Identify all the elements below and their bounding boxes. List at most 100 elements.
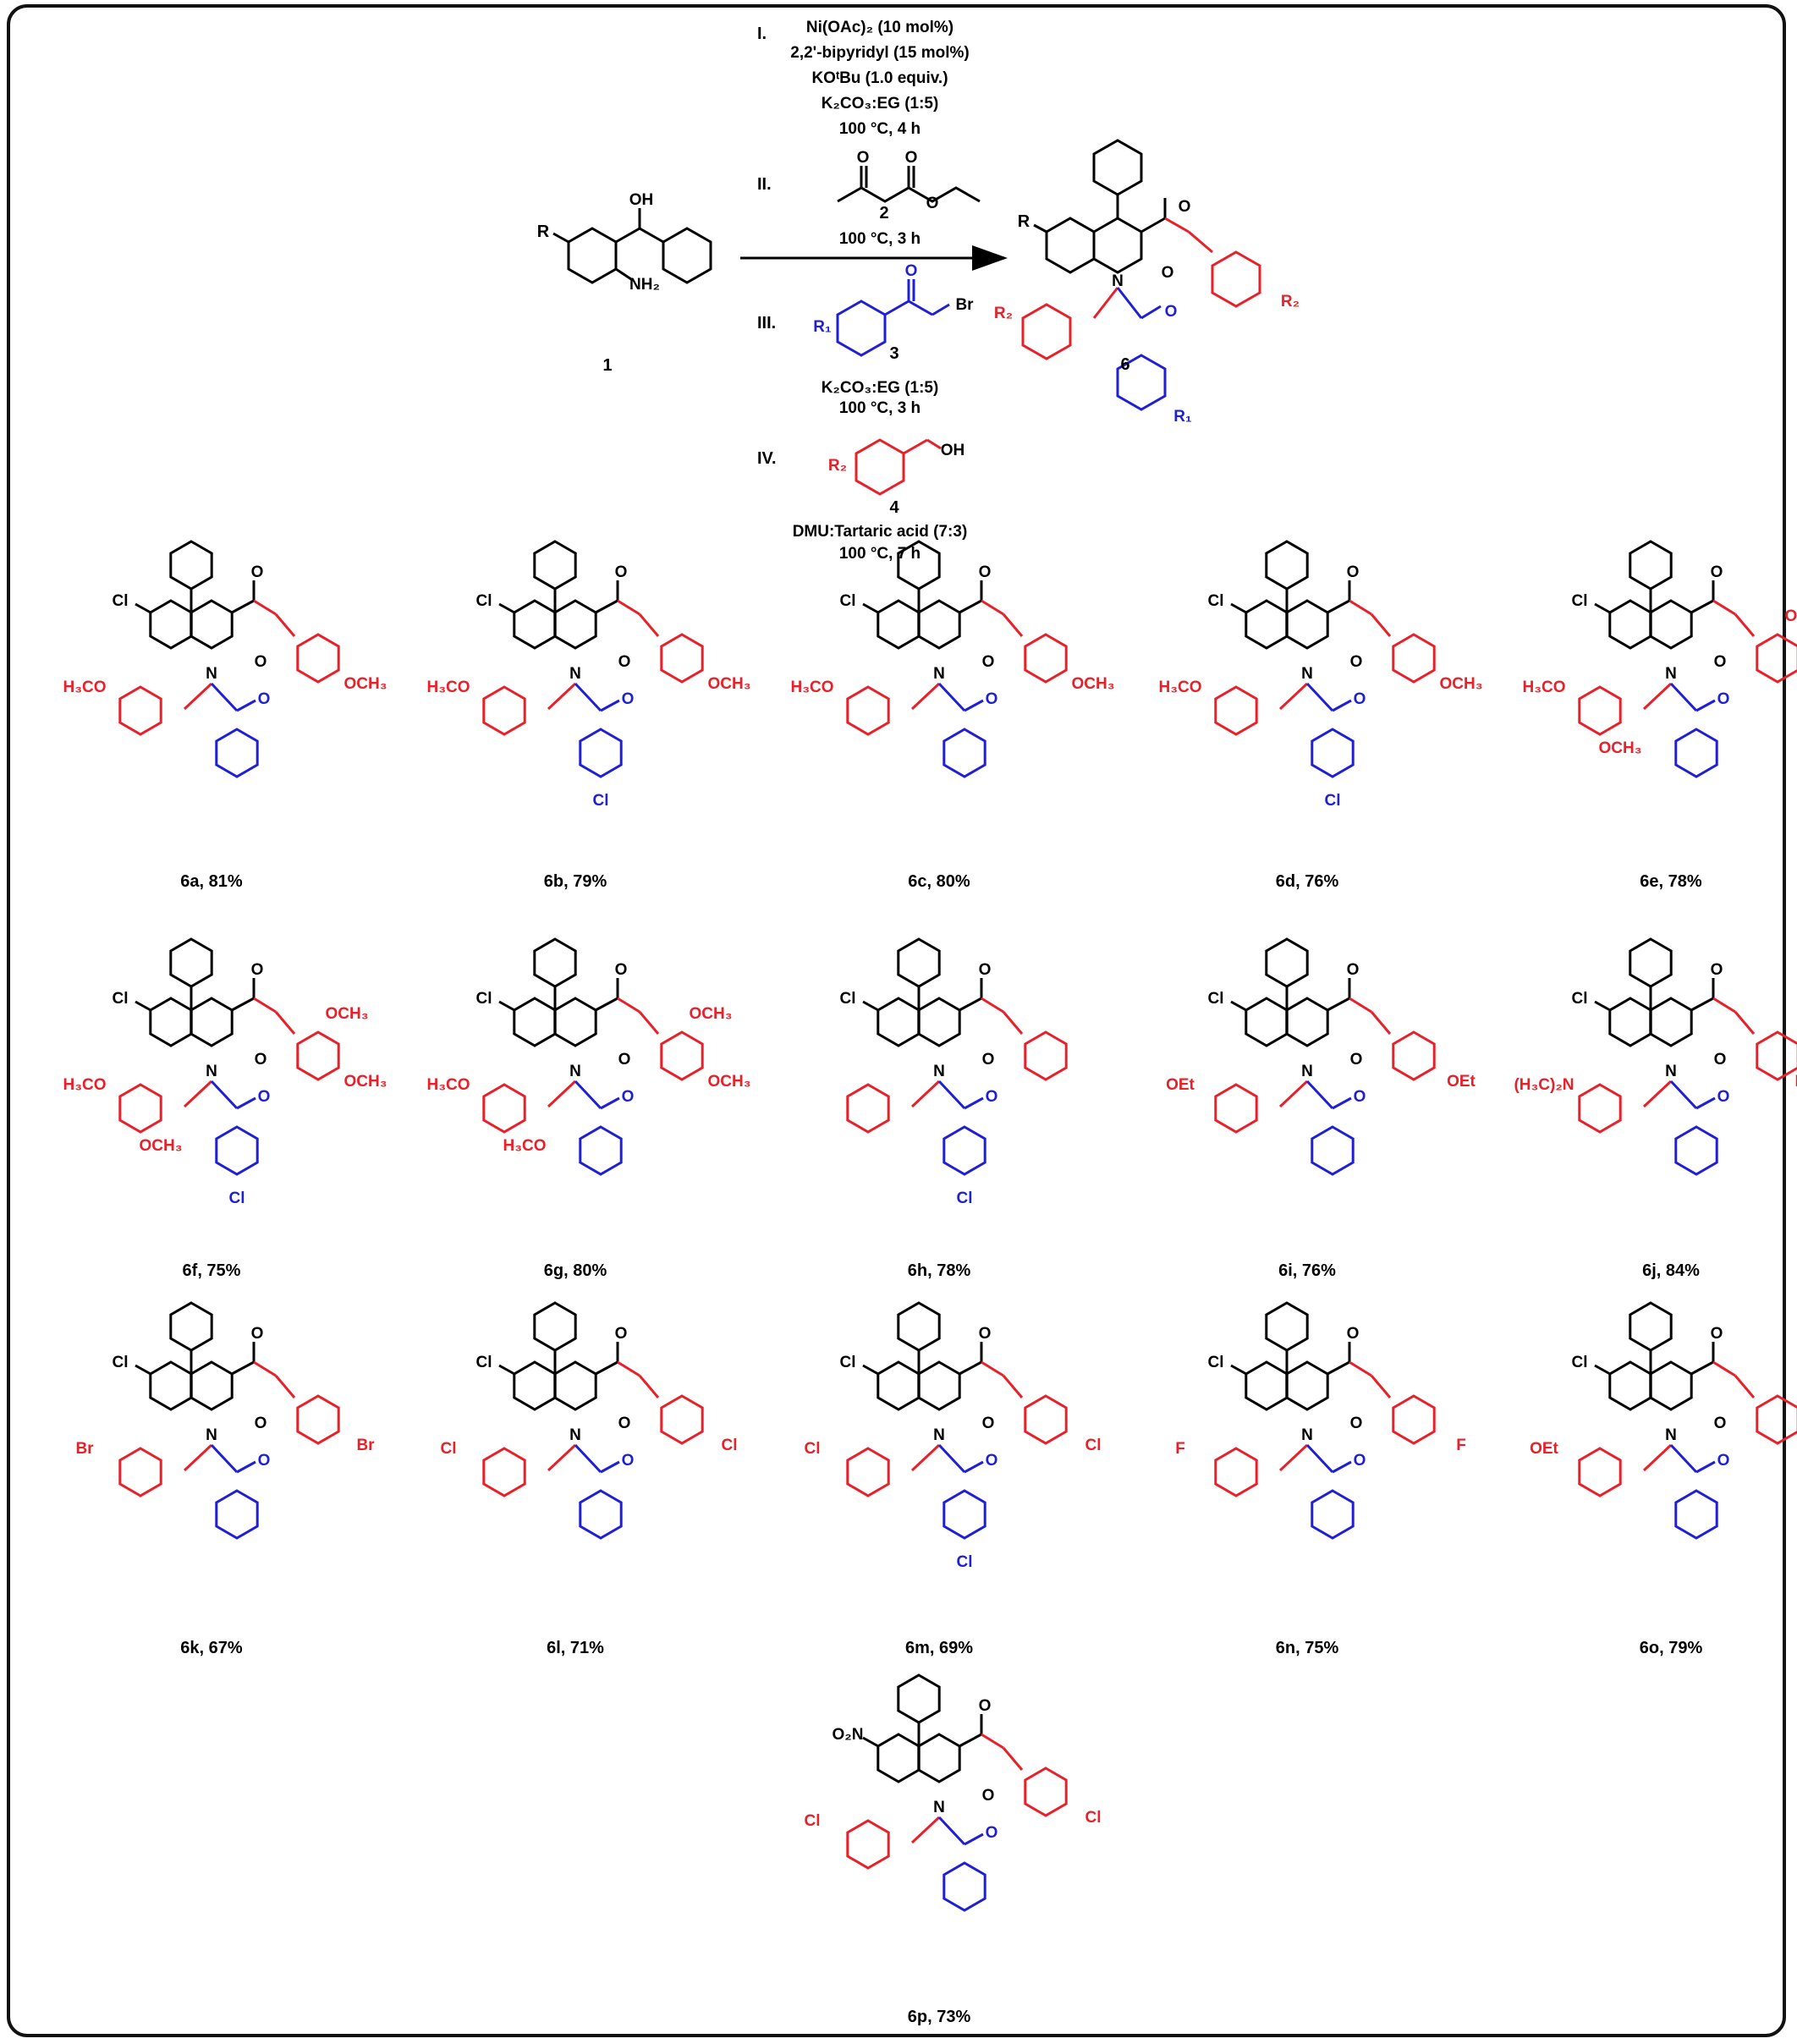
benzoyl-arm [1669,682,1718,778]
atom-label-o: O [979,1697,992,1715]
benzoyl-bond [574,1443,602,1474]
benzoyl-arm [1305,1080,1355,1176]
benzyl-alcohol-structure [855,438,942,496]
atom-label-n: N [1665,665,1677,683]
enone-aryl-ring [1024,633,1068,684]
pyridone-ring [553,997,597,1047]
benzoyl-ring [942,1125,986,1176]
acyl-bond [959,1360,982,1376]
pyridone-ring [553,599,597,650]
acyl-bond [1327,599,1350,614]
benzoyl-substituent-label: Cl [957,1190,973,1207]
phenyl-ring [169,1301,213,1352]
quinolinone-core [1594,540,1715,650]
pyridone-ring [553,1360,597,1411]
atom-label-o: O [1354,690,1366,708]
atom-label-o: O [615,563,628,581]
enone-bond [1712,1360,1736,1377]
benzo-ring [513,1360,557,1411]
enone-aryl-ring [660,633,704,684]
vinyl-substituent-label: OEt [1530,1440,1558,1458]
benzoyl-co-bond [964,1096,984,1110]
enone-aryl-ring [1024,1767,1068,1817]
benzoyl-bond [210,682,239,712]
vinyl-bond [1642,1443,1673,1472]
product-vinyl-arm [1021,287,1119,360]
enone-and-vinyl-arms [1214,1360,1436,1497]
step1-numeral: I. [757,25,767,43]
r5-bond [498,602,515,614]
enone-bond [1349,997,1372,1014]
pyridone-ring [1649,997,1693,1047]
benzoyl-arm [210,682,259,778]
benzoyl-arm [1669,1443,1718,1540]
atom-label-n: N [1301,1063,1313,1080]
vinyl-aryl-ring [482,1447,526,1497]
r5-label: Cl [476,1354,492,1371]
phenyl-ring [1629,1301,1673,1352]
enone-bond [253,599,277,616]
r5-bond [1230,1000,1247,1012]
phenyl-ring [897,1673,941,1724]
pyridone-ring [917,599,961,650]
acyl-bond [595,997,618,1012]
benzo-ring [1245,1360,1289,1411]
atom-label-o: O [982,1787,995,1805]
vinyl-bond [183,1443,213,1472]
atom-label-o: O [1717,690,1730,708]
atom-label-n: N [206,1426,217,1444]
benzoyl-arm [1305,682,1355,778]
enone-substituent-label: OCH₃ [343,675,387,693]
product-6e: NOOClOCH₃OCH₃H₃COOCH₃O6e, 78% [1522,540,1797,891]
enone-double-bond [1370,1011,1392,1035]
r5-label: Cl [1208,592,1224,610]
enone-and-vinyl-arms [482,1360,704,1497]
benzoyl-bond [210,1443,239,1474]
benzoyl-co-bond [236,699,256,712]
vinyl-bond [1278,682,1309,711]
vinyl-aryl-ring [118,685,162,736]
benzoyl-arm [937,1816,986,1912]
benzoyl-arm [210,1443,259,1540]
phenyl-ring [533,540,577,591]
benzoyl-ring [1311,728,1355,778]
benzoyl-arm [1305,1443,1355,1540]
benzo-ring [149,1360,193,1411]
benzoyl-substituent-label: Cl [229,1190,245,1207]
benzo-ring [149,997,193,1047]
benzoyl-co-bond [600,1460,620,1474]
benzoyl-bond [574,682,602,712]
phenyl-ring [1629,540,1673,591]
r5-bond [1594,602,1611,614]
r5-bond [862,602,879,614]
product-caption: 6b, 79% [544,872,607,891]
atom-label-n: N [933,1799,945,1816]
atom-label-o: O [986,1452,998,1470]
atom-label-n: N [933,665,945,683]
r2-label: R₂ [994,305,1013,322]
product-caption: 6e, 78% [1640,872,1702,891]
atom-label-n: N [933,1063,945,1080]
benzoyl-bond [210,1080,239,1110]
pyridone-ring [917,1733,961,1783]
enone-and-vinyl-arms [1578,599,1797,736]
compound-number: 6 [1120,355,1129,374]
enone-aryl-ring [1392,633,1436,684]
r5-bond [498,1364,515,1376]
quinolinone-core [135,540,256,650]
benzoyl-bond [1305,1080,1334,1110]
benzoyl-bond [937,1443,966,1474]
benzo-ring [1608,1360,1652,1411]
phenyl-ring [1629,937,1673,988]
vinyl-bond [1642,1080,1673,1108]
r5-label: Cl [840,990,856,1008]
enone-substituent-label: OCH₃ [1439,675,1482,693]
vinyl-substituent-label: Cl [805,1812,821,1830]
acyl-bond [595,599,618,614]
vinyl-aryl-ring [1214,1447,1258,1497]
quinolinone-core [1230,1301,1351,1411]
r1-label: R₁ [813,318,832,336]
